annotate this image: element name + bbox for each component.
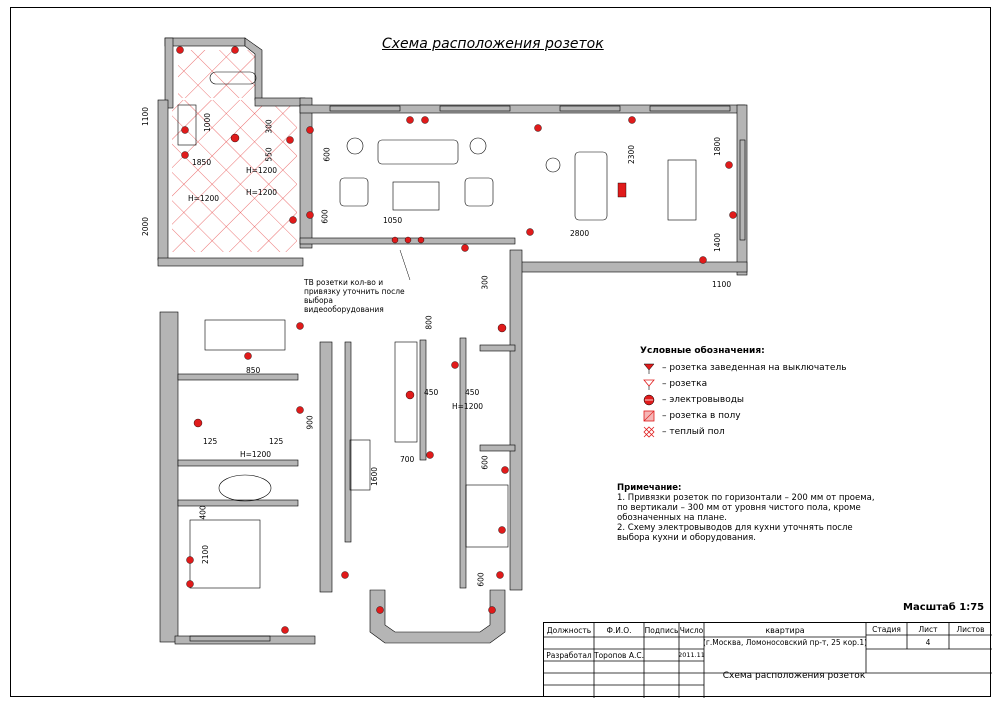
legend-heading: Условные обозначения:	[640, 346, 765, 356]
dim-label: 850	[246, 366, 261, 375]
legend-item: – теплый пол	[640, 424, 847, 440]
stamp-object: квартира	[765, 625, 805, 635]
stamp-role: Разработал	[546, 650, 592, 660]
legend-item: – розетка заведенная на выключатель	[640, 360, 847, 376]
stamp-sign-header: Подпись	[644, 625, 679, 635]
notes-heading: Примечание:	[617, 483, 682, 493]
dim-label: 600	[480, 455, 490, 470]
dim-label: 125	[203, 437, 218, 446]
dim-label: 1000	[203, 112, 213, 133]
stamp-role-header: Должность	[546, 625, 592, 635]
stamp-name-header: Ф.И.О.	[606, 625, 632, 635]
dim-label: 800	[424, 315, 434, 330]
floor-heating-icon	[643, 426, 655, 438]
stamp-address: (г.Москва, Ломоносовский пр-т, 25 кор.1)	[704, 637, 866, 647]
title-block: Должность Ф.И.О. Подпись Число квартира …	[543, 622, 992, 698]
notes: Примечание: 1. Привязки розеток по гориз…	[617, 483, 887, 543]
sheet-frame	[10, 7, 991, 697]
dim-label: 1100	[712, 280, 732, 289]
dim-label: 300	[264, 119, 274, 134]
stamp-date-header: Число	[679, 625, 704, 635]
dim-label: 600	[476, 572, 486, 587]
legend-item: – розетка в полу	[640, 408, 847, 424]
dim-label: 400	[198, 505, 208, 520]
outlet-switched-icon	[643, 363, 655, 374]
dim-label: 2000	[141, 216, 151, 237]
stamp-sheet-title: Схема расположения розеток	[722, 671, 866, 681]
dim-label: H=1200	[240, 450, 272, 459]
stamp-sheet-number: 4	[925, 637, 931, 647]
heated-floor-balcony	[178, 50, 258, 98]
dim-label: 300	[480, 275, 490, 290]
outlet-icon	[643, 379, 655, 390]
legend-label: – розетка заведенная на выключатель	[662, 363, 847, 373]
scale-label: Масштаб 1:75	[903, 602, 985, 613]
power-lead-icon	[643, 394, 655, 406]
dim-label: 900	[305, 415, 315, 430]
floor-outlet-icon	[643, 410, 655, 422]
legend-label: – розетка	[662, 379, 708, 389]
stamp-sheets-label: Листов	[956, 624, 985, 634]
legend-label: – электровыводы	[662, 395, 745, 405]
dim-label: 2800	[570, 229, 590, 238]
dim-label: 125	[269, 437, 284, 446]
legend-item: – электровыводы	[640, 392, 847, 408]
dim-label: 600	[320, 209, 330, 224]
stamp-date: 2011.11	[679, 651, 704, 659]
dim-label: 2300	[627, 144, 637, 165]
dim-label: 1400	[713, 232, 723, 253]
dim-label: 1050	[383, 216, 403, 225]
furniture	[177, 71, 697, 589]
dim-label: 1850	[192, 158, 212, 167]
title-block-grid	[544, 623, 992, 698]
dim-label: 700	[400, 455, 415, 464]
dim-label: 550	[264, 147, 274, 162]
dim-label: H=1200	[188, 194, 220, 203]
dim-label: H=1200	[246, 188, 278, 197]
stamp-name: Торопов А.С.	[594, 650, 644, 660]
dim-label: 1600	[370, 466, 380, 487]
tv-note: ТВ розетки кол-во и привязку уточнить по…	[304, 278, 405, 314]
dim-label: 450	[424, 388, 439, 397]
legend-label: – теплый пол	[662, 427, 725, 437]
page-title: Схема расположения розеток	[382, 36, 604, 52]
legend-label: – розетка в полу	[662, 411, 741, 421]
dim-label: H=1200	[246, 166, 278, 175]
outlet-markers	[176, 46, 737, 634]
stamp-sheet-label: Лист	[918, 624, 938, 634]
dim-label: 600	[322, 147, 332, 162]
dim-label: 2100	[201, 544, 211, 565]
floor-outlet	[617, 182, 627, 198]
dim-label: 450	[465, 388, 480, 397]
windows	[189, 105, 746, 642]
stamp-stage-label: Стадия	[872, 624, 901, 634]
heated-floor-kitchen	[172, 100, 297, 252]
dim-label: H=1200	[452, 402, 484, 411]
dim-label: 1800	[713, 136, 723, 157]
legend-item: – розетка	[640, 376, 847, 392]
note-line: 1. Привязки розеток по горизонтали – 200…	[617, 493, 875, 523]
walls	[157, 37, 748, 645]
note-line: 2. Схему электровыводов для кухни уточня…	[617, 523, 853, 543]
dim-label: 1100	[141, 106, 151, 127]
legend: Условные обозначения: – розетка заведенн…	[640, 346, 847, 440]
